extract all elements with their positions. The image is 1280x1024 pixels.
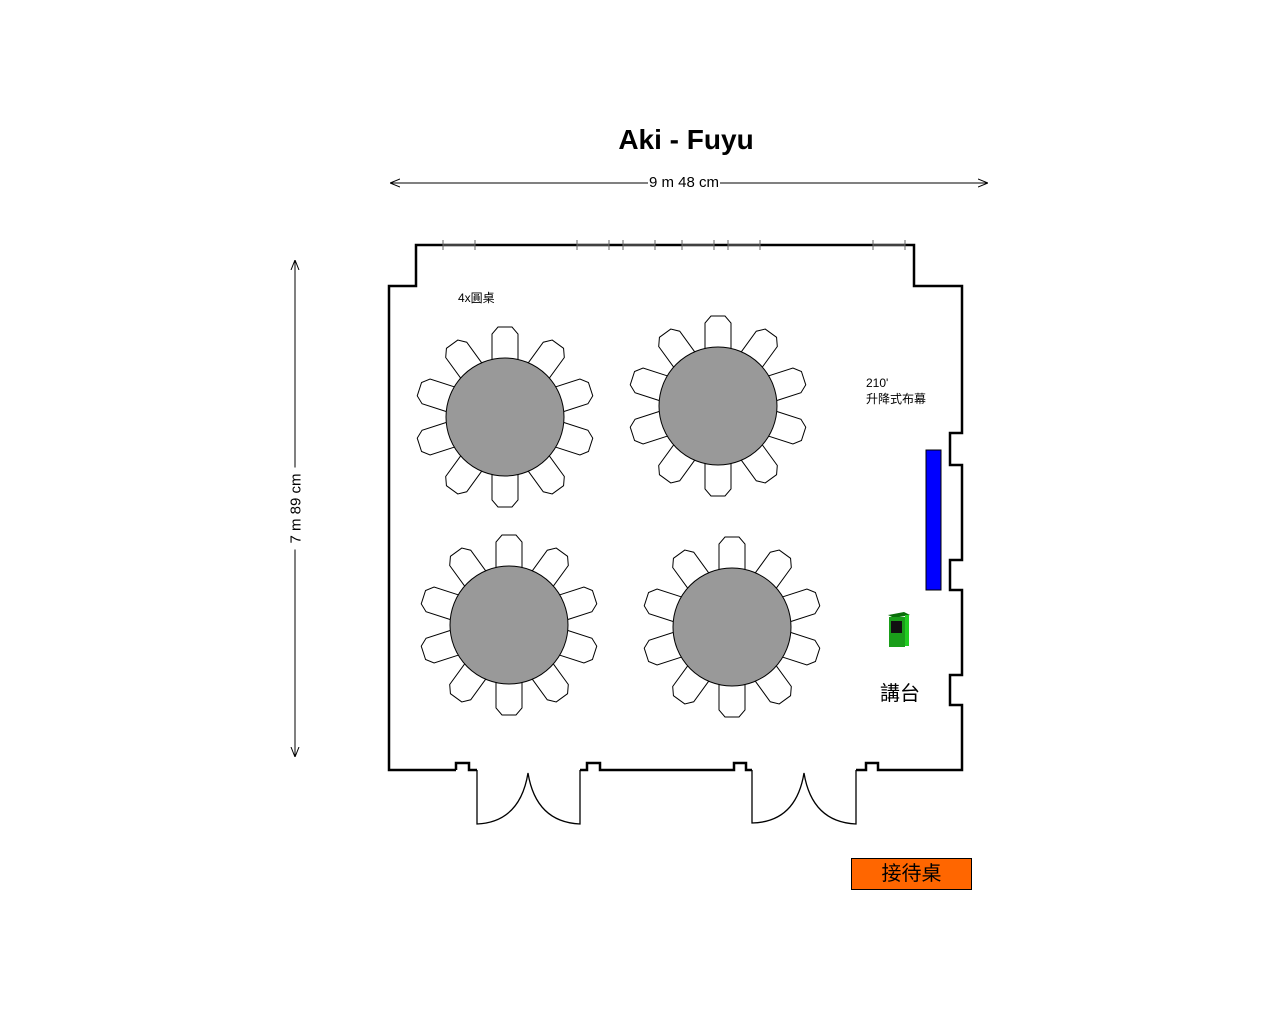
table-top — [672, 567, 792, 687]
round-table-1 — [416, 326, 594, 508]
chair — [718, 677, 746, 718]
screen-label: 210' 升降式布幕 — [866, 375, 926, 407]
round-table-2 — [629, 315, 807, 497]
screen-size: 210' — [866, 376, 889, 390]
round-table-4 — [643, 536, 821, 718]
table-top — [658, 346, 778, 466]
chair — [495, 675, 523, 716]
round-table-3 — [420, 534, 598, 716]
width-dimension-label: 9 m 48 cm — [648, 174, 721, 191]
chair — [704, 315, 732, 356]
chair — [491, 467, 519, 508]
chair — [491, 326, 519, 367]
entrance-door-left — [476, 770, 581, 825]
entrance-door-right — [751, 770, 857, 825]
table-top — [445, 357, 565, 477]
reception-desk: 接待桌 — [851, 858, 972, 890]
room-walls — [387, 243, 964, 772]
podium-label: 講台 — [880, 683, 920, 705]
tables-label: 4x圓桌 — [458, 291, 495, 305]
projection-screen — [925, 449, 942, 591]
table-top — [449, 565, 569, 685]
height-dimension-label: 7 m 89 cm — [287, 467, 305, 550]
podium-icon — [888, 612, 910, 647]
page-title: Aki - Fuyu — [618, 124, 754, 155]
chair — [704, 456, 732, 497]
screen-name: 升降式布幕 — [866, 392, 927, 406]
windows — [442, 240, 906, 250]
chair — [718, 536, 746, 577]
chair — [495, 534, 523, 575]
